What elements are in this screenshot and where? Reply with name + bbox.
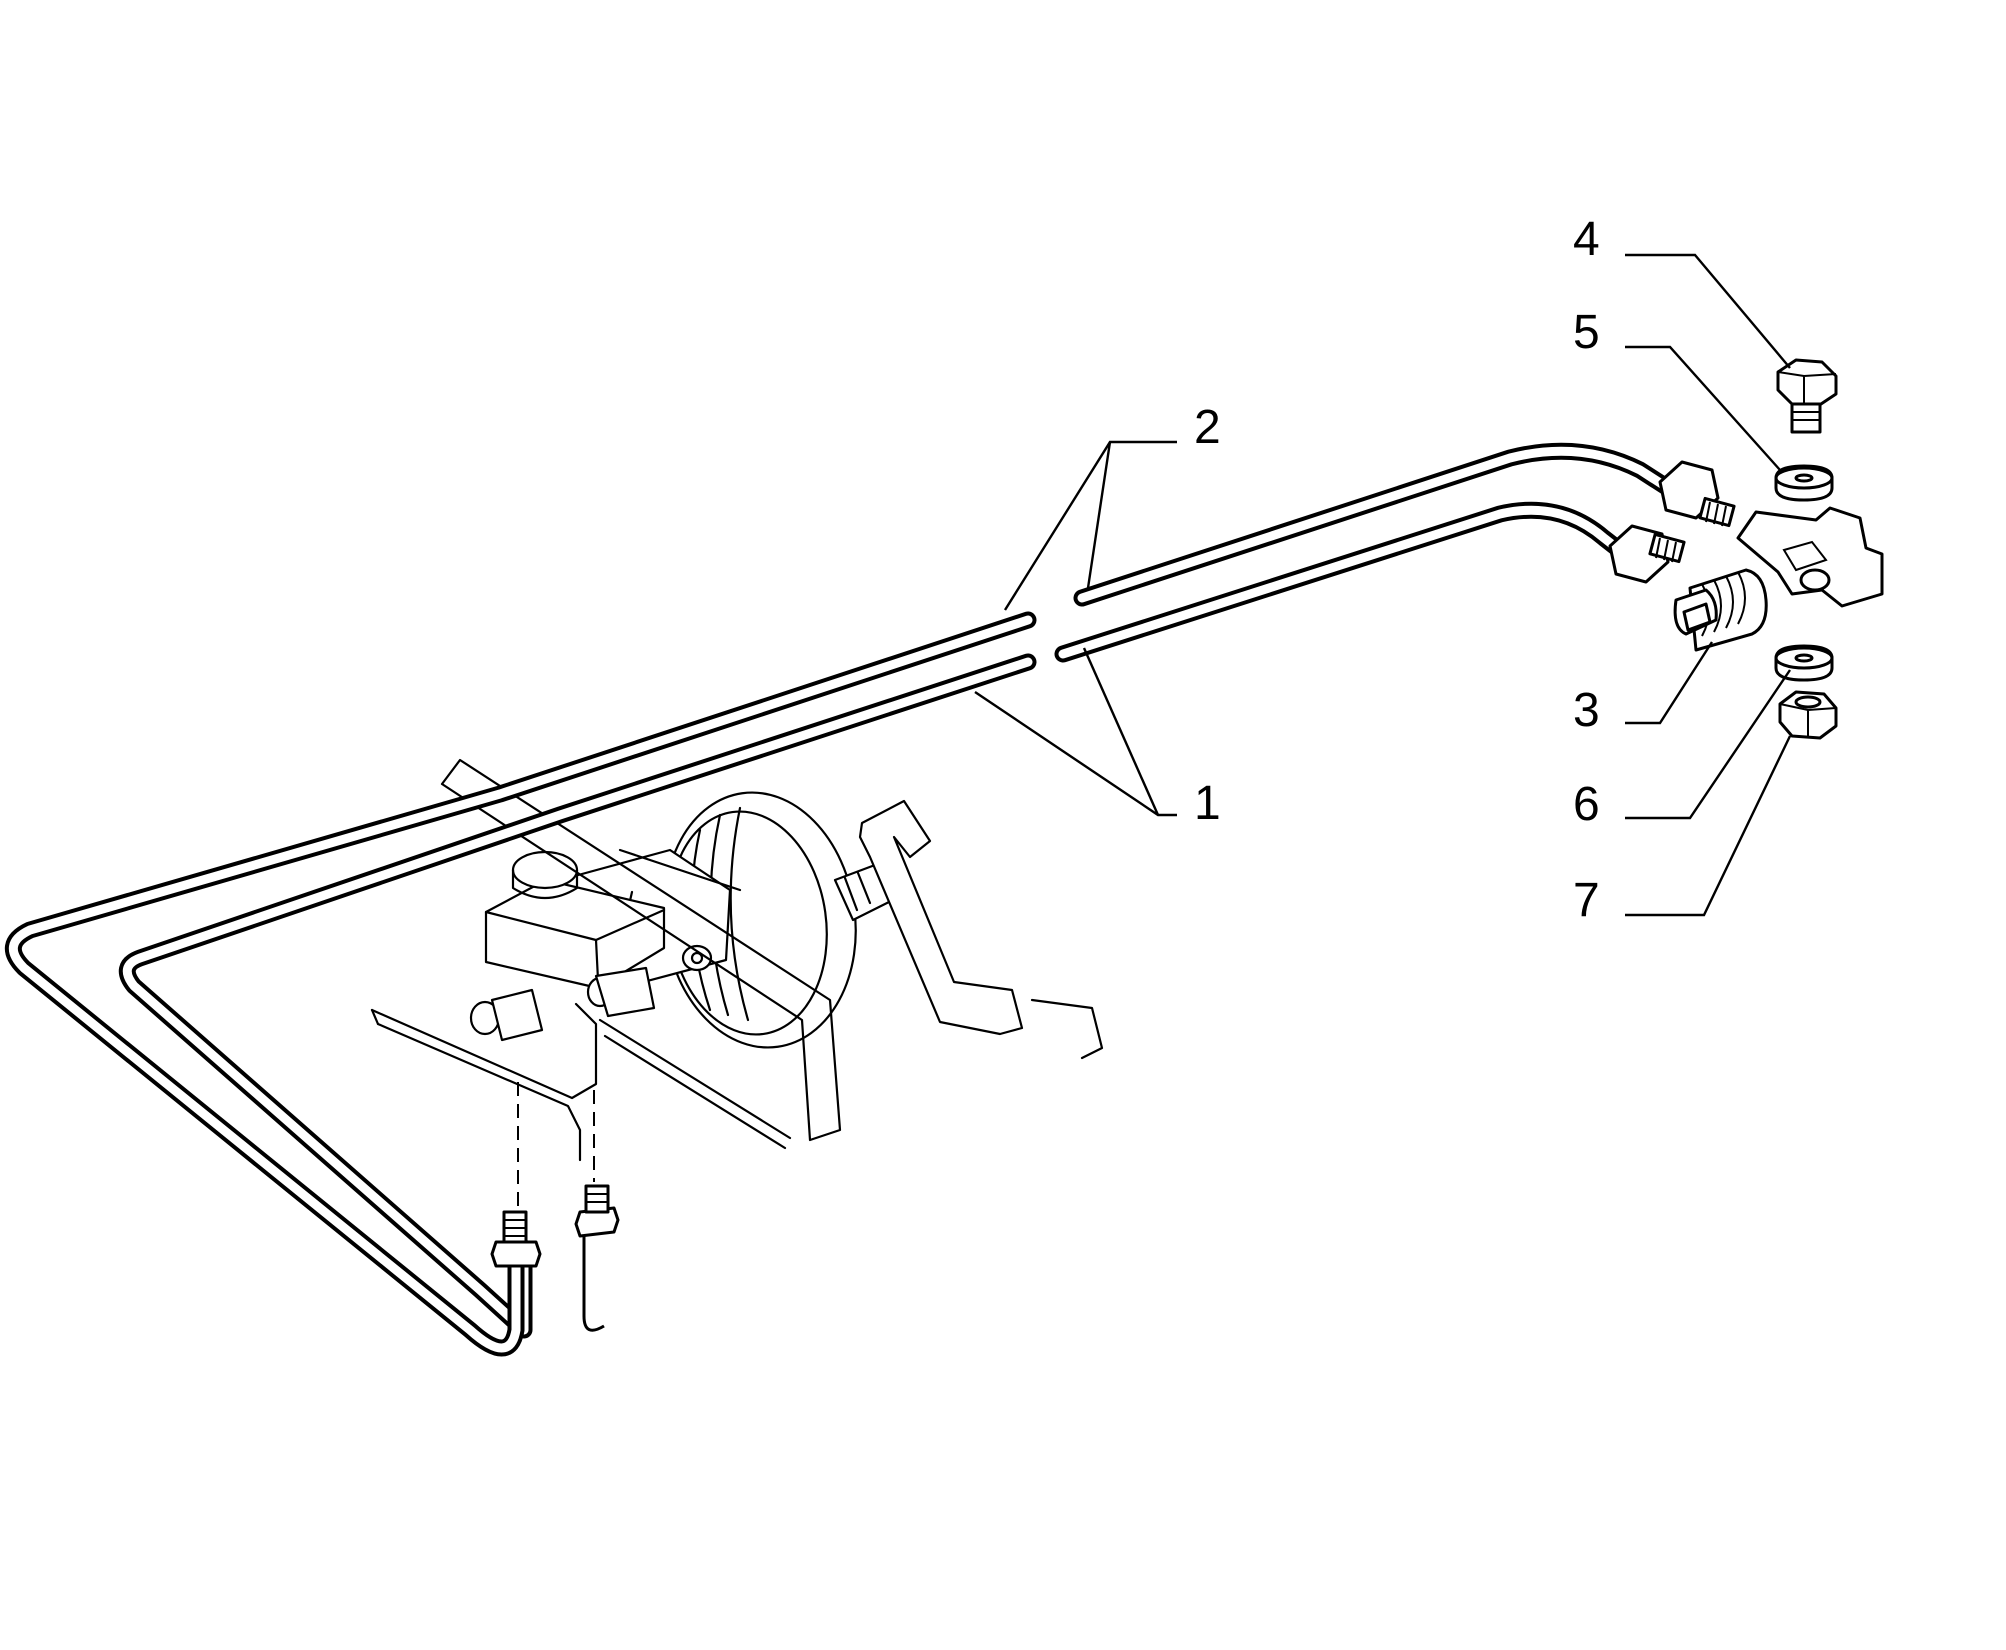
master-cylinder-servo-assembly: [370, 758, 1104, 1218]
callout-number-2: 2: [1194, 401, 1221, 454]
callout-number-5: 5: [1573, 306, 1600, 359]
callout-labels: 1 2 3 4 5 6 7: [1194, 213, 1600, 927]
brake-pipe-1: [118, 501, 1631, 1339]
callout-number-1: 1: [1194, 777, 1221, 830]
callout-number-6: 6: [1573, 778, 1600, 831]
callout-number-4: 4: [1573, 213, 1600, 266]
washer-lower: [1774, 644, 1834, 682]
callout-number-7: 7: [1573, 874, 1600, 927]
brake-regulator-union: [1673, 506, 1884, 652]
callout-number-3: 3: [1573, 684, 1600, 737]
nut: [1778, 690, 1838, 740]
leader-lines: [974, 253, 1792, 917]
brake-pipe-2: [5, 442, 1677, 1357]
washer-upper: [1774, 464, 1834, 502]
bolt: [1776, 358, 1838, 434]
pipe-union-fitting-left: [490, 1184, 620, 1332]
pipe-union-fitting-right: [1608, 460, 1736, 584]
